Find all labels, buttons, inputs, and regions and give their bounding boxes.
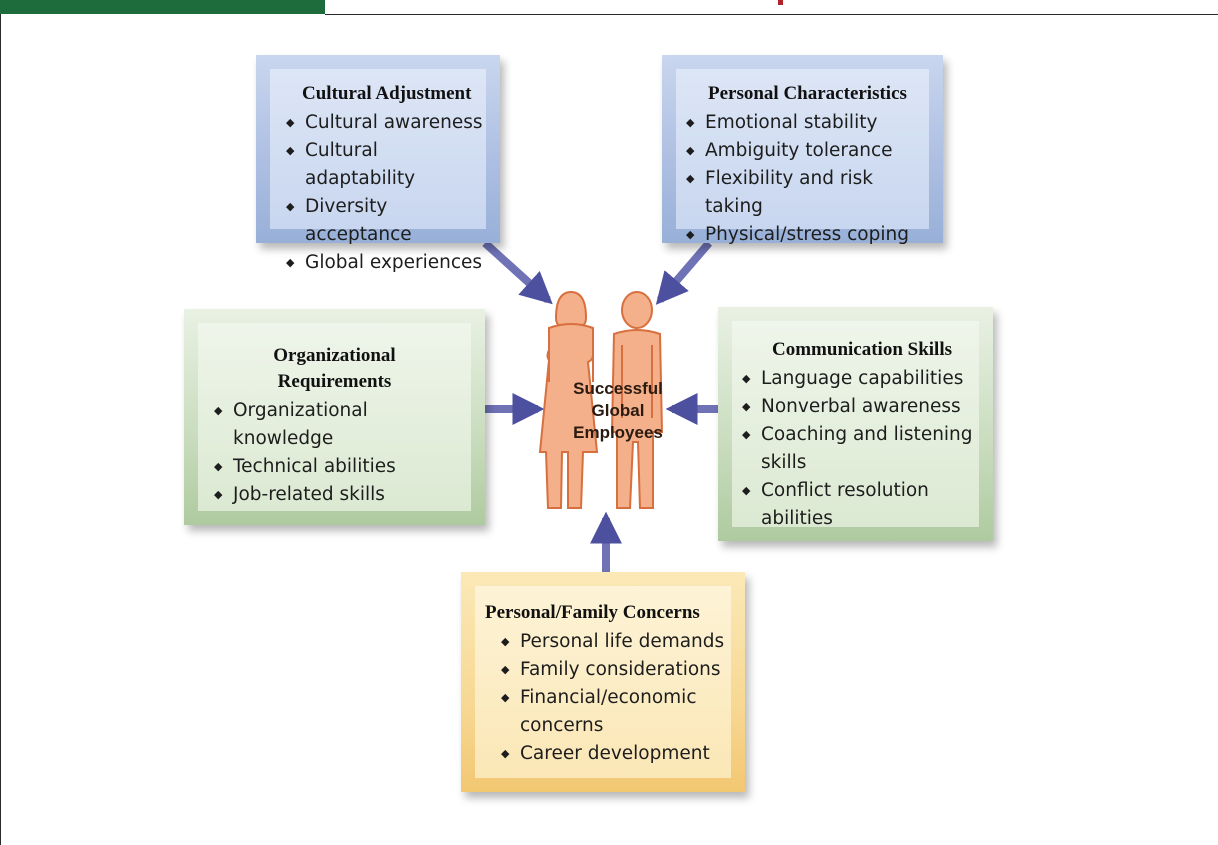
list-item: ◆Career development [501,740,731,768]
list-item: ◆Family considerations [501,656,731,684]
item-list: ◆Organizational knowledge ◆Technical abi… [214,397,471,509]
arrow-personal [655,240,713,305]
bullet-icon: ◆ [214,488,223,501]
box-title: Personal/Family Concerns [485,602,700,623]
bullet-icon: ◆ [501,747,510,760]
header-rule [325,14,1218,15]
header-red-mark [778,0,783,5]
list-item: ◆Cultural adaptability [286,137,486,193]
list-item: ◆Organizational knowledge [214,397,403,453]
header-green-bar [0,0,325,14]
center-label-line3: Employees [573,423,663,442]
bullet-icon: ◆ [501,691,510,704]
personal-characteristics-box: Personal Characteristics ◆Emotional stab… [662,55,943,245]
center-label: Successful Global Employees [548,378,688,444]
cultural-adjustment-box: Cultural Adjustment ◆Cultural awareness … [256,55,500,273]
list-item: ◆Emotional stability [686,109,929,137]
box-title: Personal Characteristics [708,83,907,104]
box-title: Cultural Adjustment [302,83,472,104]
bullet-icon: ◆ [686,228,695,241]
arrow-cultural [482,240,553,305]
bullet-icon: ◆ [286,256,295,269]
box-title: Communication Skills [772,339,953,360]
bullet-icon: ◆ [501,635,510,648]
list-item: ◆Physical/stress coping [686,221,929,249]
bullet-icon: ◆ [742,372,751,385]
bullet-icon: ◆ [286,200,295,213]
item-list: ◆Language capabilities ◆Nonverbal awaren… [742,365,979,533]
bullet-icon: ◆ [286,144,295,157]
item-list: ◆Cultural awareness ◆Cultural adaptabili… [286,109,486,277]
bullet-icon: ◆ [286,116,295,129]
item-list: ◆Personal life demands ◆Family considera… [501,628,731,768]
bullet-icon: ◆ [686,116,695,129]
organizational-requirements-box: Organizational Requirements ◆Organizatio… [184,309,485,525]
female-figure-icon [538,290,599,509]
bullet-icon: ◆ [501,663,510,676]
list-item: ◆Personal life demands [501,628,731,656]
bullet-icon: ◆ [214,404,223,417]
list-item: ◆Diversity acceptance [286,193,486,249]
personal-family-concerns-box: Personal/Family Concerns ◆Personal life … [461,572,745,792]
list-item: ◆Cultural awareness [286,109,486,137]
list-item: ◆Coaching and listening skills [742,421,989,477]
item-list: ◆Emotional stability ◆Ambiguity toleranc… [686,109,929,249]
box-title-line1: Organizational [273,345,396,366]
list-item: ◆Job-related skills [214,481,471,509]
box-title: Organizational Requirements [214,343,471,395]
center-label-line1: Successful [573,379,663,398]
bullet-icon: ◆ [214,460,223,473]
list-item: ◆Technical abilities [214,453,471,481]
list-item: ◆Flexibility and risk taking [686,165,929,221]
center-label-line2: Global [591,401,645,420]
bullet-icon: ◆ [742,428,751,441]
list-item: ◆Nonverbal awareness [742,393,979,421]
bullet-icon: ◆ [686,172,695,185]
list-item: ◆Financial/economic concerns [501,684,720,740]
bullet-icon: ◆ [742,400,751,413]
list-item: ◆Global experiences [286,249,486,277]
list-item: ◆Ambiguity tolerance [686,137,929,165]
bullet-icon: ◆ [686,144,695,157]
page-left-rule [0,14,1,845]
communication-skills-box: Communication Skills ◆Language capabilit… [718,307,993,541]
list-item: ◆Conflict resolution abilities [742,477,961,533]
male-figure-icon [610,291,664,509]
list-item: ◆Language capabilities [742,365,979,393]
box-title-line2: Requirements [277,371,392,392]
bullet-icon: ◆ [742,484,751,497]
